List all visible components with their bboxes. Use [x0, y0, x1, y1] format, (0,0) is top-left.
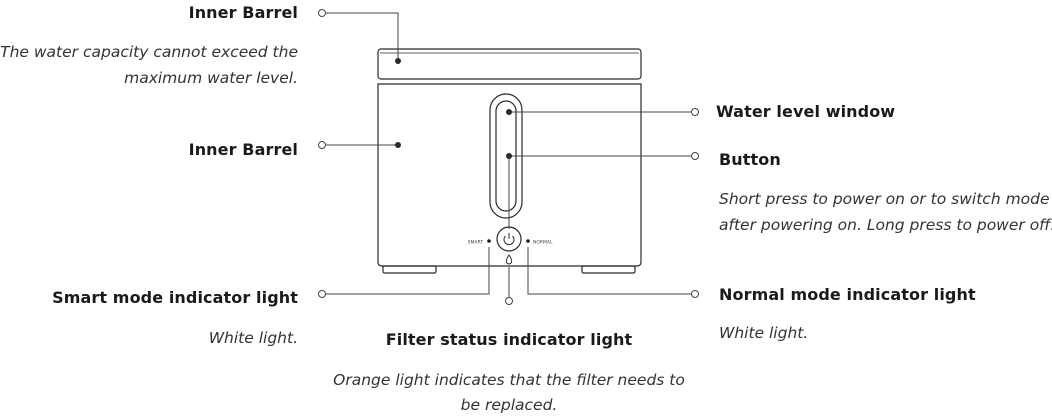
- smart-mode-title: Smart mode indicator light: [52, 288, 298, 307]
- right-foot: [581, 265, 636, 274]
- device-smart-label: SMART: [468, 240, 484, 246]
- button-desc-line-2: after powering on. Long press to power o…: [719, 216, 1052, 234]
- device-normal-label: NORMAL: [533, 240, 553, 246]
- power-icon: [503, 233, 515, 245]
- anchor-button: [506, 153, 512, 159]
- leader-end-water-level-window: [691, 108, 699, 116]
- leader-end-inner-barrel-top: [318, 9, 326, 17]
- leader-smart-mode: [326, 247, 490, 295]
- button-title: Button: [719, 150, 781, 169]
- anchor-inner-barrel: [395, 142, 401, 148]
- normal-mode-desc: White light.: [719, 324, 809, 342]
- device-body: [377, 83, 642, 267]
- filter-status-desc-line-2: be replaced.: [460, 396, 558, 414]
- left-foot: [382, 265, 437, 274]
- leader-end-inner-barrel: [318, 141, 326, 149]
- leader-end-filter-status: [505, 297, 513, 305]
- inner-barrel-top-desc-line-1: The water capacity cannot exceed the: [0, 43, 298, 61]
- leader-end-normal-mode: [691, 290, 699, 298]
- normal-indicator-dot: [526, 239, 530, 243]
- smart-mode-desc: White light.: [208, 329, 298, 347]
- leader-end-smart-mode: [318, 290, 326, 298]
- inner-barrel-title: Inner Barrel: [188, 140, 298, 159]
- inner-barrel-top-title: Inner Barrel: [188, 3, 298, 22]
- lid: [377, 48, 642, 80]
- anchor-water-level-window: [506, 109, 512, 115]
- anchor-inner-barrel-top: [395, 58, 401, 64]
- inner-barrel-top-desc-line-2: maximum water level.: [124, 69, 298, 87]
- button-desc-line-1: Short press to power on or to switch mod…: [719, 190, 1050, 208]
- leader-button: [508, 155, 691, 229]
- filter-status-desc-line-1: Orange light indicates that the filter n…: [333, 371, 685, 389]
- leader-normal-mode: [527, 247, 691, 295]
- leader-inner-barrel-top: [326, 12, 399, 61]
- smart-indicator-dot: [487, 239, 491, 243]
- normal-mode-title: Normal mode indicator light: [719, 285, 976, 304]
- water-level-window-title: Water level window: [716, 102, 896, 121]
- droplet-icon: [505, 254, 513, 265]
- leader-end-button: [691, 152, 699, 160]
- filter-status-title: Filter status indicator light: [385, 330, 633, 349]
